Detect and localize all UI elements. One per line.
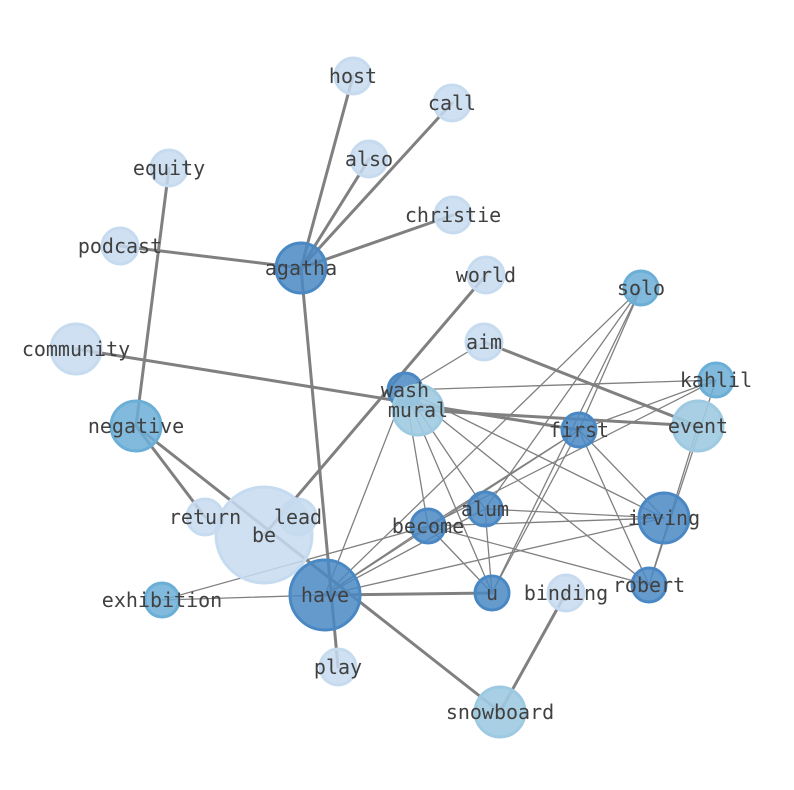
node-label-aim: aim (466, 330, 502, 354)
edge-first-have (324, 429, 580, 596)
node-podcast[interactable] (100, 226, 140, 266)
node-snowboard[interactable] (473, 685, 527, 739)
edge-agatha-podcast (118, 244, 303, 270)
edge-community-first (74, 347, 581, 432)
node-call[interactable] (432, 83, 472, 123)
node-label-world: world (456, 263, 516, 287)
node-robert[interactable] (630, 566, 668, 604)
edge-become-robert (427, 525, 650, 586)
node-solo[interactable] (622, 269, 660, 307)
node-label-wash: wash (381, 378, 429, 402)
node-agatha[interactable] (274, 241, 328, 295)
edge-mural-event (416, 408, 700, 428)
edge-wash-have (324, 389, 406, 596)
node-label-equity: equity (133, 156, 205, 180)
node-label-alum: alum (461, 497, 509, 521)
node-label-return: return (169, 505, 241, 529)
node-binding[interactable] (546, 573, 586, 613)
node-label-mural: mural (388, 398, 448, 422)
node-exhibition[interactable] (143, 581, 181, 619)
node-also[interactable] (349, 139, 389, 179)
node-label-kahlil: kahlil (680, 368, 752, 392)
node-christie[interactable] (433, 195, 473, 235)
edge-alum-irving (484, 508, 665, 519)
node-label-host: host (329, 64, 377, 88)
edge-wash-kahlil (404, 379, 717, 391)
node-community[interactable] (49, 322, 103, 376)
node-play[interactable] (318, 647, 358, 687)
node-label-have: have (301, 583, 349, 607)
node-be[interactable] (214, 485, 314, 585)
node-layer (49, 56, 735, 739)
edge-have-irving (324, 517, 665, 596)
node-irving[interactable] (637, 491, 691, 545)
node-label-lead: lead (274, 505, 322, 529)
node-label-community: community (22, 337, 130, 361)
edge-wash-robert (404, 389, 650, 586)
edge-become-irving (427, 517, 665, 527)
edge-agatha-call (299, 101, 454, 270)
node-label-exhibition: exhibition (102, 588, 222, 612)
node-label-binding: binding (524, 581, 608, 605)
node-equity[interactable] (149, 148, 189, 188)
edge-solo-first (578, 287, 642, 431)
node-label-event: event (668, 414, 728, 438)
node-alum[interactable] (466, 490, 504, 528)
node-host[interactable] (333, 56, 373, 96)
edge-equity-negative (134, 166, 171, 428)
node-label-play: play (314, 655, 362, 679)
node-mural[interactable] (391, 383, 445, 437)
node-become[interactable] (409, 507, 447, 545)
node-label-christie: christie (405, 203, 501, 227)
edge-solo-alum (484, 287, 642, 510)
node-label-solo: solo (617, 276, 665, 300)
node-event[interactable] (671, 399, 725, 453)
edge-first-robert (578, 429, 650, 586)
node-label-also: also (345, 147, 393, 171)
node-label-snowboard: snowboard (446, 700, 554, 724)
edge-world-be (262, 273, 488, 537)
node-label-irving: irving (628, 506, 700, 530)
edge-kahlil-first (578, 379, 717, 431)
node-label-be: be (252, 523, 276, 547)
node-u[interactable] (473, 574, 511, 612)
node-label-u: u (486, 581, 498, 605)
edge-agatha-host (299, 74, 355, 270)
node-label-call: call (428, 91, 476, 115)
node-kahlil[interactable] (697, 361, 735, 399)
node-label-become: become (392, 514, 464, 538)
edge-solo-have (324, 287, 642, 596)
node-label-podcast: podcast (78, 234, 162, 258)
label-layer: host call also equity christie podcast agatha w… (22, 64, 752, 724)
node-label-agatha: agatha (265, 256, 337, 280)
node-negative[interactable] (109, 399, 163, 453)
edge-agatha-christie (299, 213, 455, 270)
edge-wash-irving (404, 389, 665, 519)
node-label-negative: negative (88, 414, 184, 438)
node-label-robert: robert (613, 573, 685, 597)
node-have[interactable] (288, 558, 362, 632)
node-first[interactable] (560, 411, 598, 449)
node-label-first: first (549, 418, 609, 442)
node-aim[interactable] (464, 322, 504, 362)
node-world[interactable] (466, 255, 506, 295)
